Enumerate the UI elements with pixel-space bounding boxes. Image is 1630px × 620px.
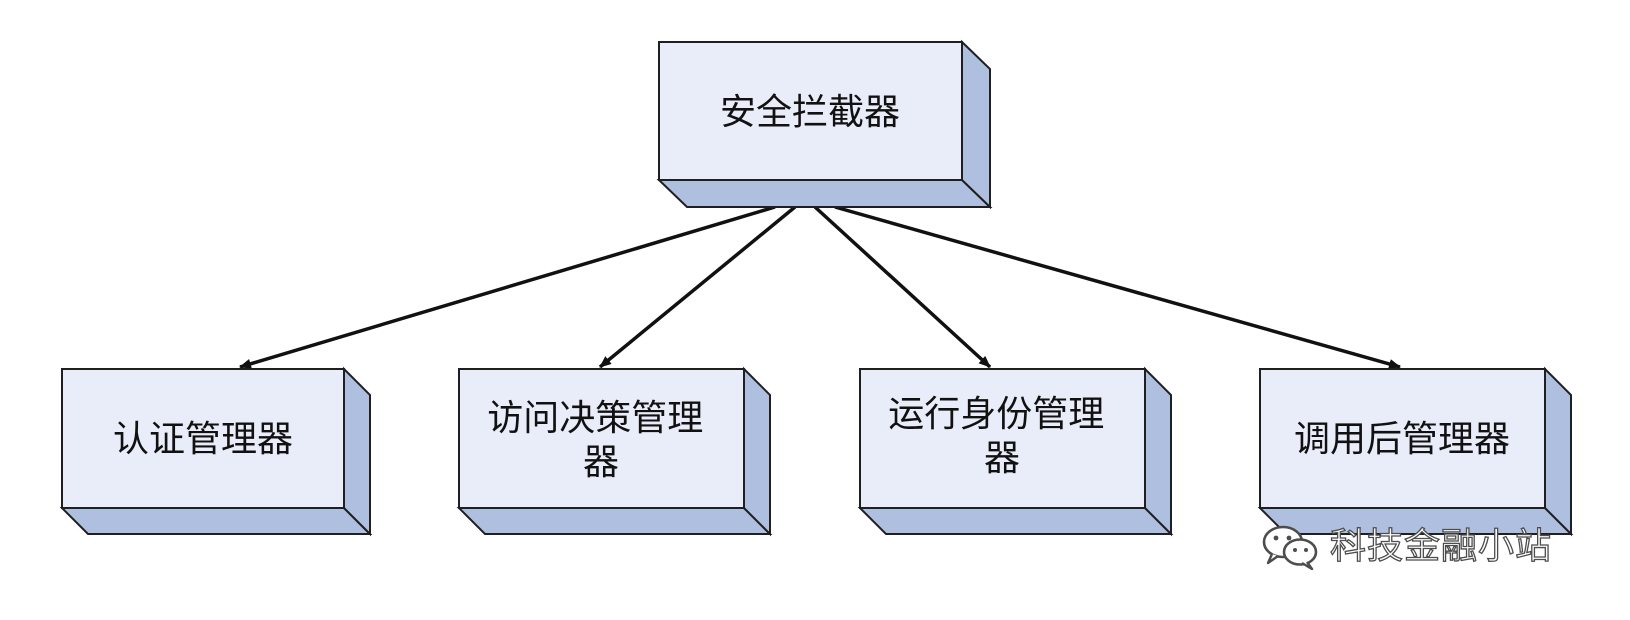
edge-root-to-runas: [813, 205, 992, 369]
node-label-line-1: 运行身份管理: [888, 394, 1104, 435]
box-side-face: [961, 39, 991, 210]
node-run-as-manager: 运行身份管理 器: [857, 366, 1174, 537]
box-bottom-face: [857, 507, 1174, 535]
node-label-line-2: 器: [583, 442, 619, 483]
edge-root-to-after: [834, 205, 1401, 369]
node-label: 认证管理器: [113, 419, 293, 460]
node-label: 调用后管理器: [1294, 419, 1510, 460]
box-bottom-face: [656, 179, 993, 208]
box-bottom-face: [59, 507, 373, 535]
edge-root-to-auth: [239, 205, 776, 369]
box-side-face: [1544, 366, 1572, 537]
node-authentication-manager: 认证管理器: [59, 366, 373, 537]
watermark: 科技金融小站: [1262, 524, 1552, 570]
box-side-face: [343, 366, 371, 537]
node-access-decision-manager: 访问决策管理 器: [456, 366, 773, 537]
node-label-line-2: 器: [984, 438, 1020, 479]
edge-root-to-access: [598, 205, 797, 369]
box-front-face: [658, 41, 963, 181]
watermark-text: 科技金融小站: [1329, 526, 1553, 567]
node-label: 访问决策管理 器: [487, 398, 714, 483]
node-after-invocation-manager: 调用后管理器: [1257, 366, 1574, 537]
box-front-face: [1259, 368, 1546, 509]
box-bottom-face: [456, 507, 773, 535]
node-security-interceptor: 安全拦截器: [656, 39, 993, 210]
box-front-face: [61, 368, 345, 509]
node-label: 运行身份管理 器: [888, 394, 1115, 479]
node-label-line-1: 访问决策管理: [487, 398, 703, 439]
box-front-face: [458, 368, 745, 509]
box-side-face: [743, 366, 771, 537]
box-side-face: [1144, 366, 1172, 537]
node-label: 安全拦截器: [720, 92, 900, 133]
connector-lines: [239, 205, 1401, 369]
box-front-face: [859, 368, 1146, 509]
wechat-icon: [1262, 525, 1318, 570]
